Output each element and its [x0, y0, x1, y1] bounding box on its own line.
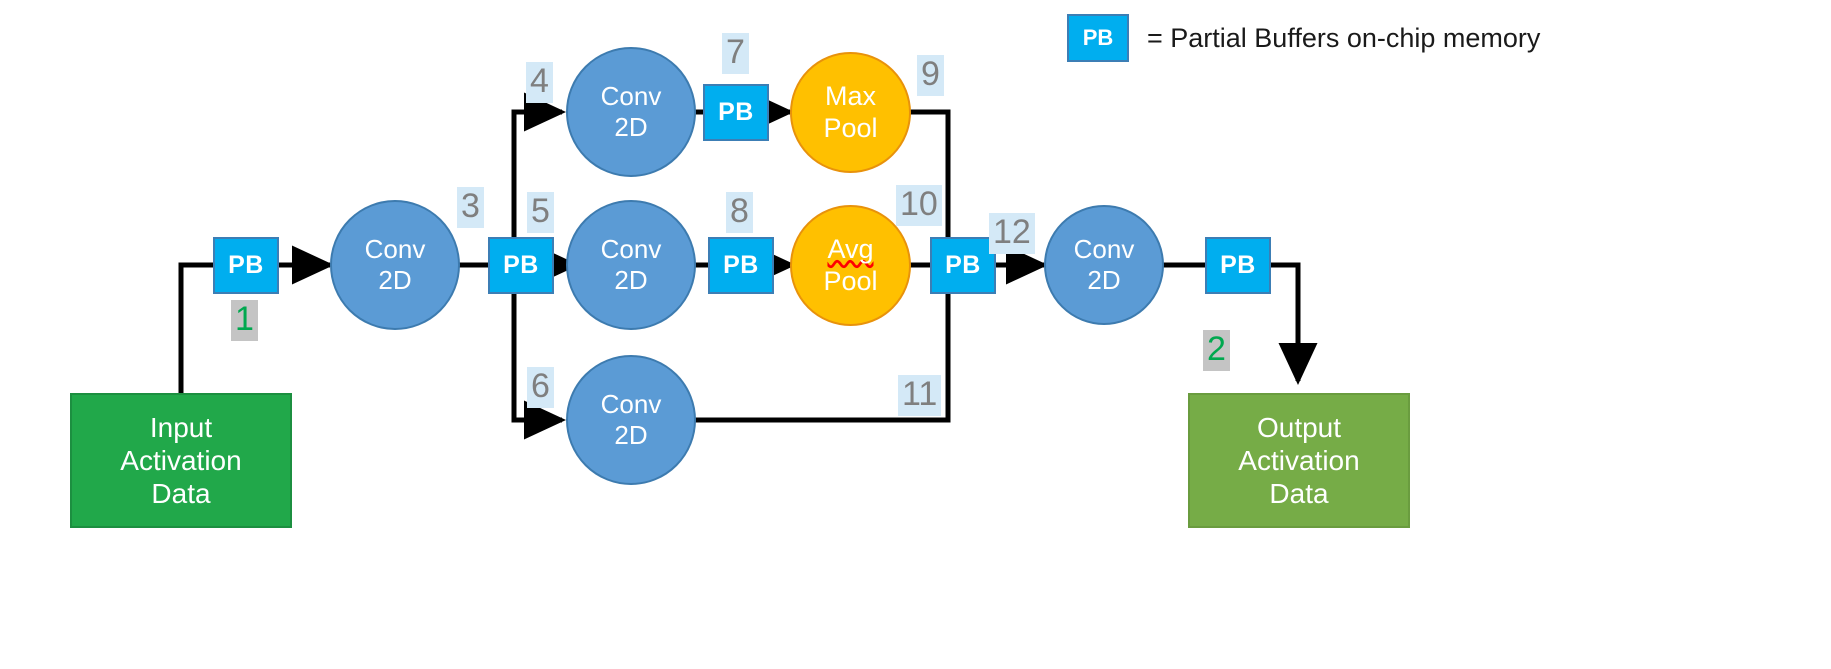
conv-line-1: Conv — [600, 81, 662, 112]
legend: PB = Partial Buffers on-chip memory — [1067, 14, 1540, 62]
pb-node-2[interactable]: PB — [488, 237, 554, 294]
legend-pb-label: PB — [1082, 25, 1114, 50]
output-line-3: Data — [1269, 478, 1329, 510]
edge-tag-2: 2 — [1203, 330, 1230, 371]
conv-line-2: 2D — [614, 265, 648, 295]
conv-line-1: Conv — [600, 234, 662, 265]
edge-tag-1: 1 — [231, 300, 258, 341]
output-line-1: Output — [1256, 411, 1342, 443]
output-activation-data-block[interactable]: Output Activation Data — [1188, 393, 1410, 528]
pool-line-2: Pool — [823, 265, 878, 296]
pb-node-4[interactable]: PB — [708, 237, 774, 294]
edge-tag-9: 9 — [917, 55, 944, 96]
conv2d-node-bottom-branch[interactable]: Conv 2D — [566, 355, 696, 485]
pb-node-1[interactable]: PB — [213, 237, 279, 294]
conv-line-2: 2D — [1087, 265, 1121, 295]
pb-label: PB — [718, 97, 754, 126]
pb-node-3[interactable]: PB — [703, 84, 769, 141]
edge-tag-5: 5 — [527, 192, 554, 233]
edge-tag-6: 6 — [527, 367, 554, 408]
pb-label: PB — [503, 250, 539, 279]
input-line-3: Data — [151, 478, 211, 510]
edge-tag-12: 12 — [989, 213, 1035, 254]
edge-tag-8: 8 — [726, 192, 753, 233]
pb-label: PB — [945, 250, 981, 279]
pool-line-1: Max — [824, 80, 876, 111]
edge-tag-10: 10 — [896, 185, 942, 226]
input-line-1: Input — [149, 411, 213, 443]
pb-label: PB — [228, 250, 264, 279]
edge-tag-7: 7 — [722, 33, 749, 74]
conv-line-2: 2D — [378, 265, 412, 295]
pb-label: PB — [1220, 250, 1256, 279]
conv2d-node-middle-branch[interactable]: Conv 2D — [566, 200, 696, 330]
edge-pb6-to-output — [1271, 262, 1318, 386]
edge-tag-3: 3 — [457, 187, 484, 228]
conv2d-node-top-branch[interactable]: Conv 2D — [566, 47, 696, 177]
conv-line-2: 2D — [614, 420, 648, 450]
conv2d-node-output[interactable]: Conv 2D — [1044, 205, 1164, 325]
pool-line-2: Pool — [823, 112, 878, 143]
edge-input-to-pb1 — [178, 262, 213, 393]
pb-node-5[interactable]: PB — [930, 237, 996, 294]
conv2d-node-first[interactable]: Conv 2D — [330, 200, 460, 330]
pb-label: PB — [723, 250, 759, 279]
pool-line-1: Avg — [827, 233, 874, 264]
input-activation-data-block[interactable]: Input Activation Data — [70, 393, 292, 528]
conv-line-1: Conv — [1073, 234, 1135, 265]
conv-line-2: 2D — [614, 112, 648, 142]
conv-line-1: Conv — [364, 234, 426, 265]
maxpool-node[interactable]: Max Pool — [790, 52, 911, 173]
input-line-2: Activation — [120, 444, 242, 476]
conv-line-1: Conv — [600, 389, 662, 420]
avgpool-node[interactable]: Avg Pool — [790, 205, 911, 326]
edge-tag-11: 11 — [898, 375, 942, 416]
legend-description: = Partial Buffers on-chip memory — [1147, 22, 1541, 53]
output-line-2: Activation — [1238, 444, 1360, 476]
edge-tag-4: 4 — [526, 62, 553, 103]
pb-node-6[interactable]: PB — [1205, 237, 1271, 294]
legend-pb-badge: PB — [1067, 14, 1129, 62]
